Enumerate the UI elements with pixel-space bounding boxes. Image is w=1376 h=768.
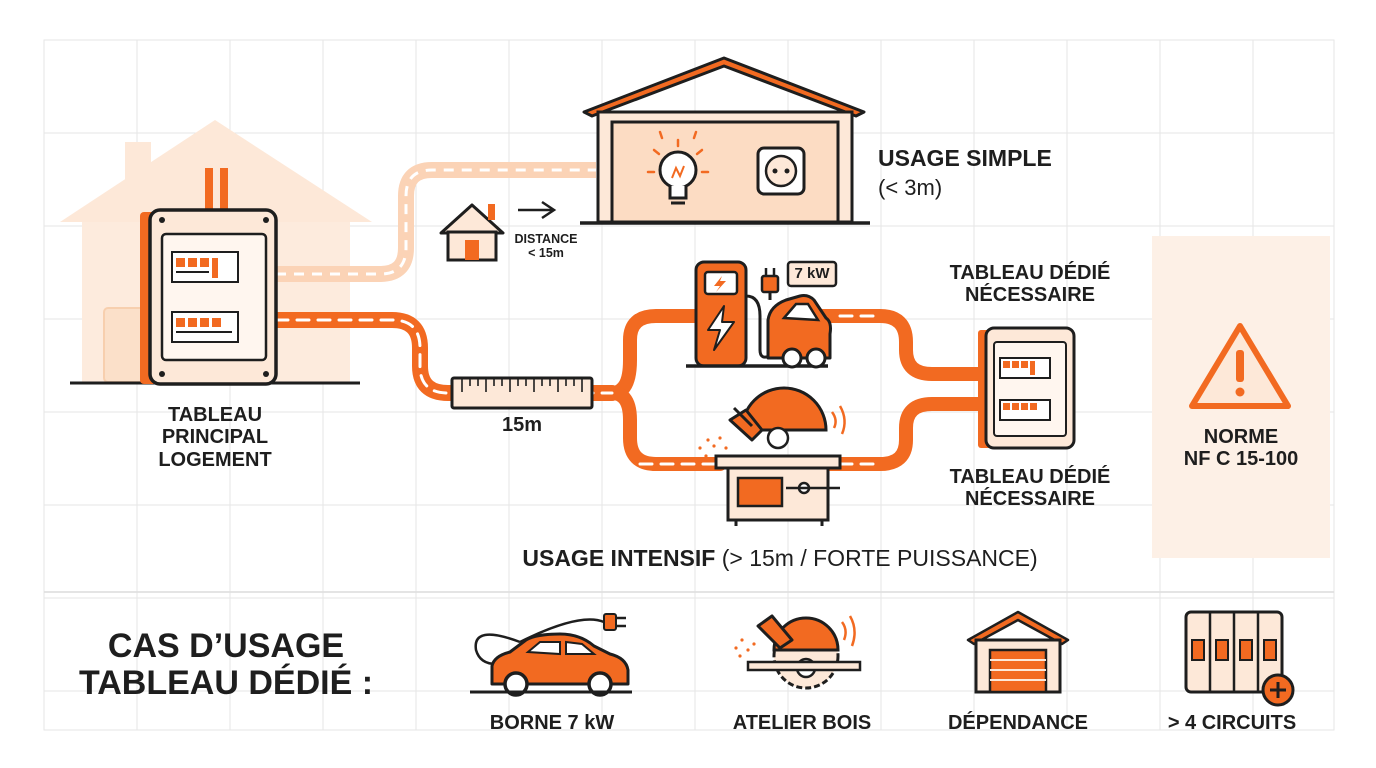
norm-label: NORME NF C 15-100 — [1156, 426, 1326, 471]
usage-simple-label: USAGE SIMPLE (< 3m) — [878, 145, 1052, 200]
usage-intensif-bold: USAGE INTENSIF — [522, 545, 716, 571]
use-cases-title-line-1: CAS D’USAGE — [107, 627, 345, 665]
garage-icon — [966, 610, 1070, 694]
power-tag-label: 7 kW — [794, 265, 830, 282]
light-bulb-icon — [646, 130, 710, 205]
use-case-label-circuits: > 4 CIRCUITS — [1167, 712, 1297, 734]
use-cases-title: CAS D’USAGE TABLEAU DÉDIÉ : — [76, 628, 376, 701]
usage-intensif-label: USAGE INTENSIF (> 15m / FORTE PUISSANCE) — [440, 545, 1120, 572]
main-panel-label: TABLEAU PRINCIPAL LOGEMENT — [130, 404, 300, 471]
ev-plug-icon — [760, 268, 780, 300]
ev-charger-icon — [686, 260, 828, 368]
warning-icon — [1189, 323, 1291, 409]
dedicated-panel-bottom-line-1: TABLEAU DÉDIÉ — [949, 466, 1111, 488]
dedicated-panel-icon — [978, 326, 1076, 450]
main-panel-label-line-3: LOGEMENT — [158, 448, 272, 471]
ev-car-icon — [470, 613, 632, 697]
arrow-right-icon — [518, 200, 557, 220]
breakers-plus-icon — [1184, 610, 1295, 707]
outbuilding-icon — [580, 56, 870, 225]
main-panel-label-line-1: TABLEAU — [167, 404, 263, 426]
dedicated-panel-top-label: TABLEAU DÉDIÉ NÉCESSAIRE — [930, 262, 1130, 307]
usage-simple-title: USAGE SIMPLE — [878, 145, 1052, 171]
power-tag — [786, 260, 838, 288]
car-icon — [766, 294, 832, 369]
dedicated-panel-bottom-label: TABLEAU DÉDIÉ NÉCESSAIRE — [930, 466, 1130, 511]
dedicated-panel-bottom-line-2: NÉCESSAIRE — [964, 488, 1096, 511]
norm-label-line-2: NF C 15-100 — [1183, 448, 1299, 471]
main-panel-label-line-2: PRINCIPAL — [161, 426, 269, 449]
use-case-label-outbuilding: DÉPENDANCE — [947, 712, 1089, 734]
main-panel-icon — [140, 168, 278, 386]
circular-saw-icon — [734, 614, 862, 690]
cable-to-garage — [276, 162, 596, 282]
distance-label-line-2: < 15m — [528, 246, 564, 260]
small-house-icon — [439, 203, 505, 262]
usage-simple-subtitle: (< 3m) — [878, 174, 943, 200]
distance-label-line-1: DISTANCE — [514, 232, 578, 246]
use-case-label-ev: BORNE 7 kW — [489, 712, 615, 734]
main-cables — [268, 309, 989, 471]
use-cases-title-line-2: TABLEAU DÉDIÉ : — [78, 663, 374, 702]
norm-label-line-1: NORME — [1203, 426, 1279, 448]
table-saw-icon — [698, 386, 846, 526]
dedicated-panel-top-line-2: NÉCESSAIRE — [964, 284, 1096, 307]
ruler-icon — [450, 376, 594, 410]
dedicated-panel-top-line-1: TABLEAU DÉDIÉ — [949, 262, 1111, 284]
wall-socket-icon — [756, 146, 806, 196]
usage-intensif-normal: (> 15m / FORTE PUISSANCE) — [721, 545, 1038, 571]
distance-label: DISTANCE < 15m — [504, 232, 588, 260]
ruler-label: 15m — [501, 414, 543, 436]
use-case-label-workshop: ATELIER BOIS — [732, 712, 872, 734]
